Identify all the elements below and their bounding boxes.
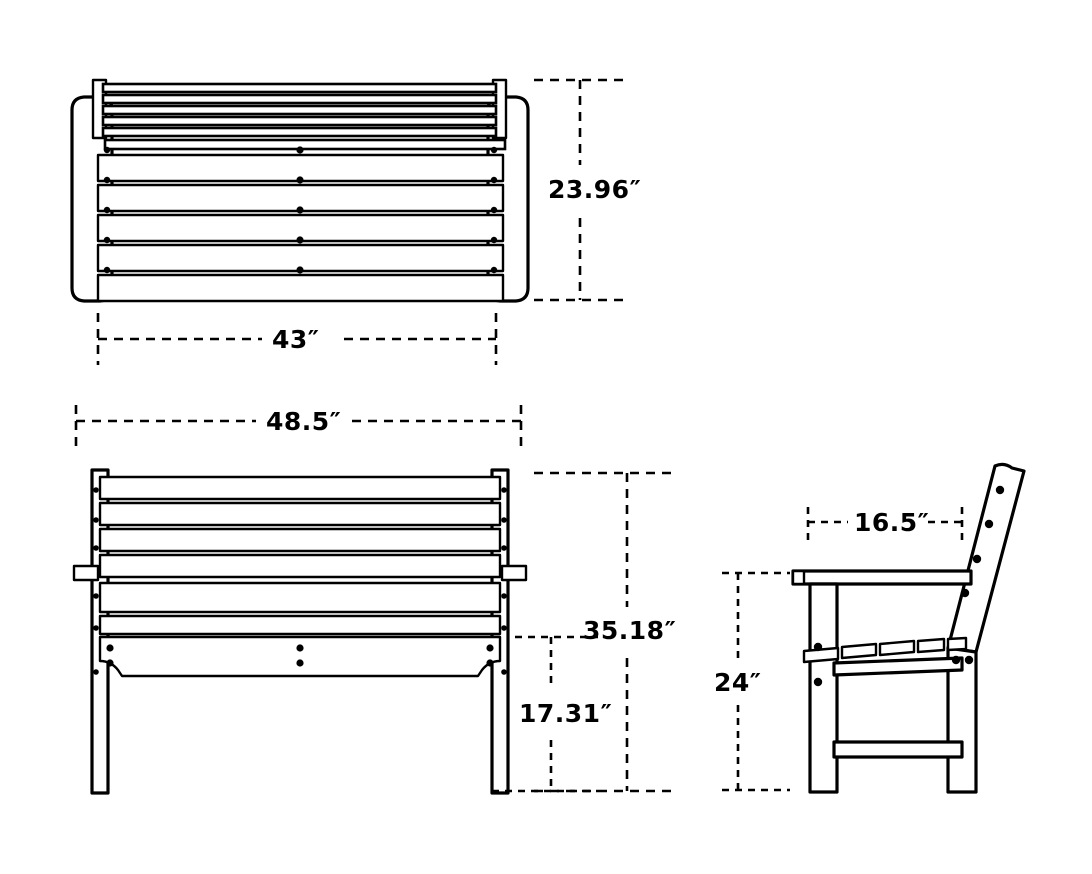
side-view-stretcher (832, 740, 964, 759)
screw-dot (490, 266, 498, 274)
screw-dot (93, 487, 99, 493)
side-view (791, 462, 1026, 794)
screw-dot (501, 625, 507, 631)
dimension-23-96: 23.96″ (534, 78, 641, 302)
top-view-back-rail (103, 138, 507, 151)
screw-dot (951, 655, 961, 665)
side-view-seat-slat (840, 642, 878, 660)
screw-dot (813, 677, 823, 687)
front-view-right-arm-stub (500, 564, 528, 582)
screw-dot (813, 642, 823, 652)
screw-dot (486, 644, 494, 652)
front-view-apron (98, 635, 502, 678)
screw-dot (296, 659, 304, 667)
screw-dot (296, 206, 304, 214)
dimension-16-5-label: 16.5″ (854, 508, 929, 537)
dimension-24: 24″ (714, 571, 790, 792)
top-view-back-slat (101, 126, 498, 138)
front-view-back-slats (98, 475, 502, 579)
top-view-edge-screws (103, 146, 498, 274)
screw-dot (93, 545, 99, 551)
front-view-lower-slat (98, 581, 502, 614)
screw-dot (93, 517, 99, 523)
screw-dot (106, 644, 114, 652)
screw-dot (103, 206, 111, 214)
screw-dot (501, 517, 507, 523)
screw-dot (296, 236, 304, 244)
front-view-lower-slat (98, 614, 502, 636)
side-view-seat-slat (878, 639, 916, 657)
dimension-16-5: 16.5″ (806, 507, 964, 545)
screw-dot (964, 655, 974, 665)
screw-dot (93, 669, 99, 675)
side-view-screws (813, 485, 1005, 687)
side-view-seat-slat (802, 646, 840, 664)
side-view-backrest (946, 462, 1026, 654)
top-view-screw-dots (296, 146, 304, 274)
screw-dot (501, 593, 507, 599)
screw-dot (501, 545, 507, 551)
side-view-seat-rail (832, 656, 964, 677)
dimension-48-5: 48.5″ (74, 405, 523, 448)
front-view-back-slat (98, 527, 502, 553)
screw-dot (501, 669, 507, 675)
screw-dot (972, 554, 982, 564)
screw-dot (501, 487, 507, 493)
top-view-back-slat (101, 115, 498, 127)
screw-dot (995, 485, 1005, 495)
side-view-arm-front-cap (791, 569, 806, 586)
screw-dot (984, 519, 994, 529)
screw-dot (103, 266, 111, 274)
screw-dot (296, 146, 304, 154)
dimension-17-31: 17.31″ (492, 635, 612, 793)
screw-dot (490, 206, 498, 214)
dimension-48-5-label: 48.5″ (266, 407, 341, 436)
screw-dot (296, 266, 304, 274)
front-view-back-slat (98, 553, 502, 579)
screw-dot (93, 593, 99, 599)
screw-dot (103, 236, 111, 244)
front-view (72, 468, 528, 795)
front-view-apron-screws (106, 644, 494, 667)
front-view-back-slat (98, 501, 502, 527)
screw-dot (103, 146, 111, 154)
screw-dot (960, 588, 970, 598)
screw-dot (490, 146, 498, 154)
top-view-back-slats (101, 82, 498, 138)
top-view (70, 78, 530, 303)
side-view-arm (791, 569, 973, 586)
front-view-lower-slats (98, 581, 502, 636)
screw-dot (106, 659, 114, 667)
screw-dot (490, 176, 498, 184)
screw-dot (93, 625, 99, 631)
screw-dot (490, 236, 498, 244)
screw-dot (486, 659, 494, 667)
dimension-35-18-label: 35.18″ (583, 616, 676, 645)
dimension-23-96-label: 23.96″ (548, 175, 641, 204)
side-view-front-leg (808, 582, 839, 794)
dimension-35-18: 35.18″ (534, 471, 676, 793)
side-view-seat-slats (802, 636, 968, 664)
dimension-43: 43″ (96, 313, 498, 365)
screw-dot (296, 176, 304, 184)
dimension-17-31-label: 17.31″ (519, 699, 612, 728)
dimension-24-label: 24″ (714, 668, 761, 697)
dimension-43-label: 43″ (272, 325, 319, 354)
top-view-seat-slat (96, 273, 505, 303)
top-view-back-slat (101, 93, 498, 105)
front-view-back-slat (98, 475, 502, 501)
screw-dot (296, 644, 304, 652)
front-view-left-arm-stub (72, 564, 100, 582)
side-view-seat-slat (946, 636, 968, 652)
top-view-back-slat (101, 82, 498, 94)
side-view-seat-slat (916, 637, 946, 654)
top-view-back-slat (101, 104, 498, 116)
screw-dot (103, 176, 111, 184)
front-view-post-screws (93, 487, 507, 675)
